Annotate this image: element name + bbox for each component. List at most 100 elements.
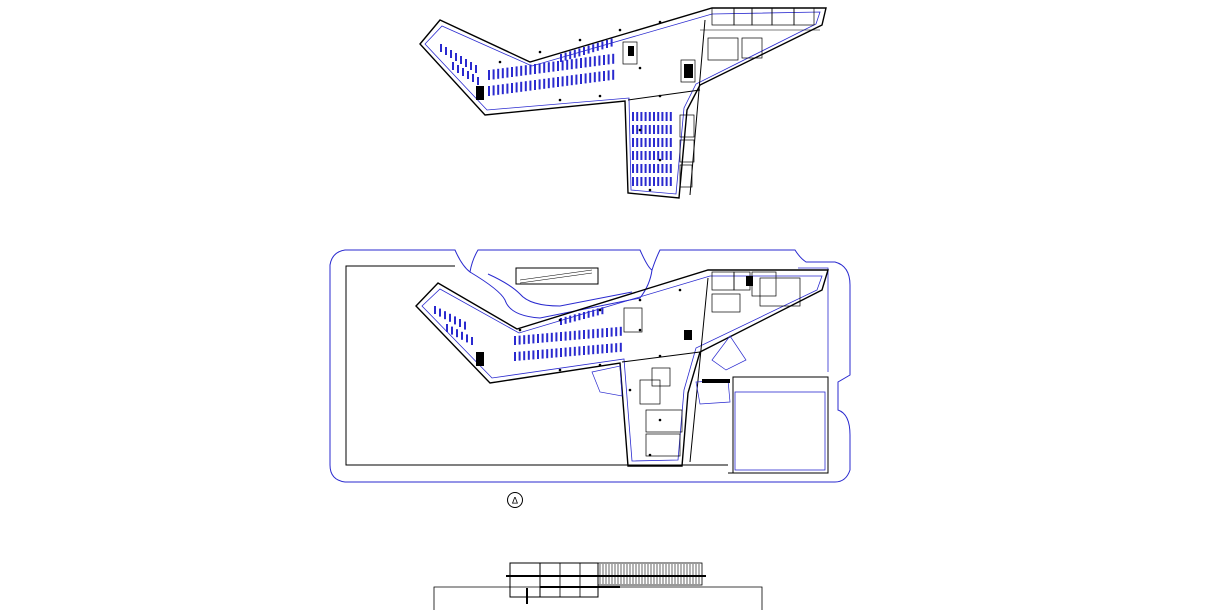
stack-mark — [470, 62, 472, 70]
stack-mark — [596, 328, 599, 338]
north-marker: Δ — [507, 492, 523, 508]
stack-mark — [514, 336, 516, 345]
stack-mark — [497, 84, 500, 95]
stack-mark — [515, 82, 518, 93]
stack-mark — [657, 151, 660, 160]
stack-mark — [552, 77, 555, 88]
stack-mark — [532, 350, 535, 360]
stack-mark — [636, 125, 639, 134]
column-dot — [618, 28, 622, 32]
stack-mark — [475, 65, 477, 73]
stack-mark — [640, 125, 643, 134]
column-dot — [498, 60, 502, 64]
stack-mark — [587, 45, 590, 54]
stack-mark — [601, 307, 604, 315]
stack-mark — [661, 177, 664, 186]
stack-mark — [451, 326, 453, 335]
column-dot — [628, 388, 632, 392]
stack-mark — [462, 68, 464, 76]
stack-mark — [444, 311, 446, 320]
stack-mark — [669, 164, 672, 173]
stack-mark — [615, 327, 618, 337]
stack-mark — [619, 342, 622, 352]
stack-mark — [593, 56, 596, 67]
stack-mark — [561, 60, 564, 71]
stack-mark — [669, 125, 672, 134]
stack-mark — [547, 78, 550, 89]
stack-mark — [555, 348, 558, 358]
stack-mark — [515, 66, 518, 77]
stack-mark — [518, 351, 521, 361]
stack-mark — [527, 350, 530, 360]
stack-mark — [636, 164, 639, 173]
column-dot — [648, 453, 652, 457]
stack-mark — [580, 74, 582, 84]
column-dot — [598, 363, 602, 367]
stack-mark — [603, 55, 605, 65]
stack-mark — [669, 138, 672, 147]
stack-mark — [543, 78, 546, 89]
stack-mark — [569, 331, 572, 341]
stack-mark — [492, 69, 495, 80]
stack-mark — [537, 334, 539, 343]
stack-mark — [665, 112, 668, 121]
stack-mark — [506, 67, 509, 78]
stack-mark — [669, 177, 672, 186]
stack-mark — [511, 83, 513, 93]
stack-mark — [534, 64, 536, 74]
stack-mark — [640, 164, 643, 173]
stack-mark — [543, 62, 546, 73]
stack-mark — [573, 330, 576, 340]
stack-mark — [560, 54, 562, 62]
stack-mark — [477, 77, 479, 85]
ground-offices — [623, 271, 801, 457]
upper-floor-plan — [419, 7, 827, 199]
stack-mark — [460, 56, 462, 64]
stack-mark — [636, 138, 639, 147]
column-dot — [598, 308, 602, 312]
stack-mark — [465, 59, 467, 67]
stack-mark — [532, 334, 535, 344]
upper-book-stacks — [440, 38, 672, 186]
stack-mark — [550, 332, 553, 342]
stack-mark — [520, 65, 523, 76]
stack-mark — [560, 318, 562, 325]
stack-mark — [607, 54, 610, 65]
stack-mark — [653, 164, 655, 173]
stack-mark — [606, 344, 608, 353]
stack-mark — [452, 62, 454, 70]
stack-mark — [648, 112, 651, 121]
stack-mark — [467, 71, 469, 79]
stack-mark — [455, 53, 457, 61]
stack-mark — [538, 79, 541, 90]
stack-mark — [575, 74, 578, 85]
stack-mark — [661, 112, 664, 121]
stack-mark — [657, 125, 660, 134]
stack-mark — [644, 112, 647, 121]
stack-mark — [488, 86, 490, 96]
stack-mark — [598, 55, 601, 66]
stack-mark — [457, 65, 459, 73]
stack-mark — [488, 70, 490, 80]
stack-mark — [583, 47, 585, 55]
stack-mark — [596, 308, 599, 316]
stack-mark — [661, 151, 664, 160]
stack-mark — [564, 52, 567, 61]
stack-mark — [644, 177, 647, 186]
stack-mark — [523, 335, 526, 345]
stack-mark — [612, 69, 615, 80]
stack-mark — [578, 313, 581, 321]
column-dot — [558, 318, 562, 322]
stack-mark — [573, 314, 576, 322]
stack-mark — [610, 343, 613, 353]
stack-mark — [449, 313, 451, 322]
column-dot — [538, 50, 542, 54]
stack-mark — [557, 77, 559, 87]
column-dot — [658, 158, 662, 162]
driveway — [469, 269, 653, 319]
stack-mark — [575, 58, 578, 69]
stack-mark — [640, 177, 643, 186]
stack-mark — [546, 349, 549, 359]
stack-mark — [612, 53, 615, 64]
stack-mark — [564, 316, 567, 324]
